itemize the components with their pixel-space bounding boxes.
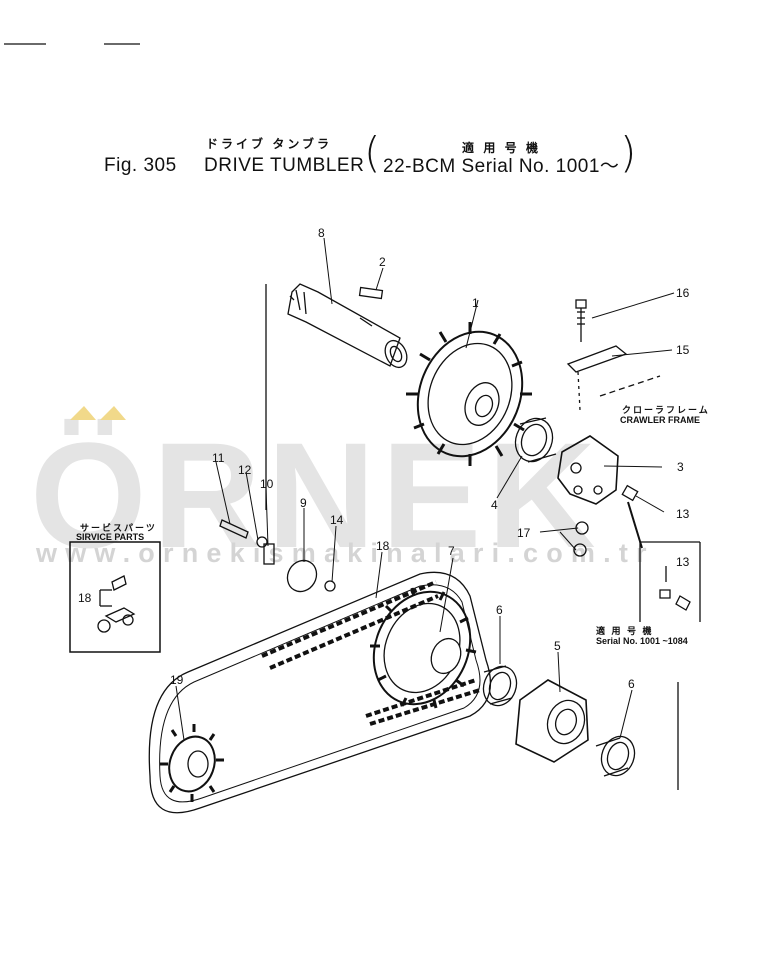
bushing-part-4 <box>514 417 557 463</box>
close-paren-icon: ) <box>620 128 637 177</box>
callout-19: 19 <box>170 673 184 687</box>
leader-lines <box>175 237 675 741</box>
washer-part-12 <box>256 536 268 548</box>
callout-4: 4 <box>491 498 498 512</box>
bearing-housing-part-5 <box>515 679 589 763</box>
bolt-part-11 <box>219 519 249 539</box>
inset-serial-label-japanese: 適 用 号 機 <box>596 626 654 636</box>
applicability-japanese: 適 用 号 機 <box>462 141 542 155</box>
watermark-accent-icon <box>100 406 126 420</box>
shaft-part-7 <box>265 283 408 510</box>
key-part-2 <box>358 286 384 300</box>
lock-plate-part-10 <box>263 543 275 565</box>
crawler-frame-label: CRAWLER FRAME <box>620 415 700 425</box>
figure-number: Fig. 305 <box>104 155 177 176</box>
page-title: DRIVE TUMBLER <box>204 155 365 176</box>
callout-10: 10 <box>260 477 274 491</box>
open-paren-icon: ( <box>364 128 381 177</box>
callout-18-inset: 18 <box>78 591 92 605</box>
callout-18: 18 <box>376 539 390 553</box>
nut-part-13 <box>621 484 639 502</box>
callout-11: 11 <box>212 451 225 465</box>
callout-17: 17 <box>517 526 531 540</box>
callout-14: 14 <box>330 513 344 527</box>
large-sprocket-part-8 <box>370 587 477 709</box>
watermark-accent-icon <box>70 406 96 420</box>
washer-part-9 <box>286 559 318 593</box>
callout-8: 7 <box>448 544 455 558</box>
service-parts-label-japanese: サービスパーツ <box>80 523 157 533</box>
callout-1: 1 <box>472 296 479 310</box>
callout-5: 5 <box>554 639 561 653</box>
callout-7: 8 <box>318 226 325 240</box>
callout-3: 3 <box>677 460 684 474</box>
bushing-part-6-outer <box>595 735 636 777</box>
nut-part-17 <box>573 543 587 557</box>
callout-15: 15 <box>676 343 690 357</box>
service-parts-label: SIRVICE PARTS <box>76 532 145 542</box>
inset-serial-label: Serial No. 1001 ~1084 <box>596 636 688 646</box>
plate-part-15 <box>566 345 628 373</box>
callout-2: 2 <box>379 255 386 269</box>
callout-9: 9 <box>300 496 307 510</box>
bushing-part-6 <box>482 665 518 707</box>
service-parts-inset <box>69 541 161 653</box>
watermark-brand: ÖRNEK <box>30 411 602 579</box>
nut-part-14 <box>324 580 336 592</box>
callout-13: 13 <box>676 507 690 521</box>
applicability-model: 22-BCM Serial No. 1001～ <box>383 156 620 177</box>
crawler-frame-label-japanese: クローラフレーム <box>622 405 710 415</box>
small-sprocket-part-19 <box>160 724 224 802</box>
title-japanese: ドライブ タンブラ <box>206 137 332 151</box>
tumbler-sprocket-part-1 <box>406 322 532 466</box>
callout-13-inset: 13 <box>676 555 690 569</box>
drive-chain-part-18 <box>148 571 492 814</box>
callout-6: 6 <box>496 603 503 617</box>
callout-6-outer: 6 <box>628 677 635 691</box>
crawler-frame-line <box>599 375 661 397</box>
watermark-url: www.ornekismakinalari.com.tr <box>36 538 655 568</box>
callout-12: 12 <box>238 463 252 477</box>
bracket-part-3 <box>557 435 619 505</box>
serial-inset <box>639 541 701 622</box>
callout-16: 16 <box>676 286 690 300</box>
bolt-part-16 <box>575 299 587 342</box>
